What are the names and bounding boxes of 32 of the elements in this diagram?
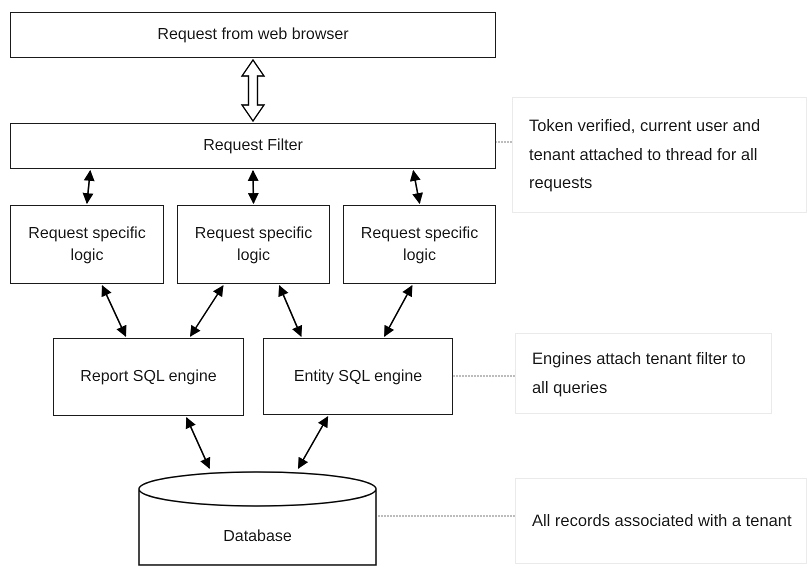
process-box <box>53 338 244 416</box>
arrow <box>248 170 259 204</box>
node-label: Request specific logic <box>27 224 147 266</box>
database-cylinder <box>137 470 378 566</box>
node-label: Request Filter <box>203 136 303 156</box>
double-arrow <box>240 58 266 122</box>
process-box <box>343 205 496 284</box>
node-label: Entity SQL engine <box>294 366 422 387</box>
process-box <box>10 12 496 58</box>
arrow <box>410 170 424 204</box>
node-label: Request specific logic <box>360 224 480 266</box>
node-label: Request specific logic <box>194 224 314 266</box>
process-box <box>10 123 496 169</box>
arrow <box>102 285 126 337</box>
annotation-box <box>512 97 807 213</box>
node-label: Database <box>223 527 292 548</box>
annotation-box <box>515 478 807 564</box>
arrow <box>384 285 413 337</box>
process-box <box>263 338 453 415</box>
arrow <box>190 285 224 337</box>
arrow <box>298 416 328 469</box>
arrow <box>186 417 210 469</box>
node-label: Report SQL engine <box>80 367 217 388</box>
annotation-box <box>515 333 772 414</box>
process-box <box>177 205 330 284</box>
node-label: Request from web browser <box>157 25 349 46</box>
annotation-text: Token verified, current user and tenant attached to thread for all requests <box>529 116 762 194</box>
arrow <box>82 170 95 204</box>
annotation-text: Engines attach tenant filter to all queries <box>532 348 747 398</box>
annotation-text: All records associated with a tenant <box>532 510 792 532</box>
process-box <box>10 205 164 284</box>
arrow <box>278 285 302 337</box>
